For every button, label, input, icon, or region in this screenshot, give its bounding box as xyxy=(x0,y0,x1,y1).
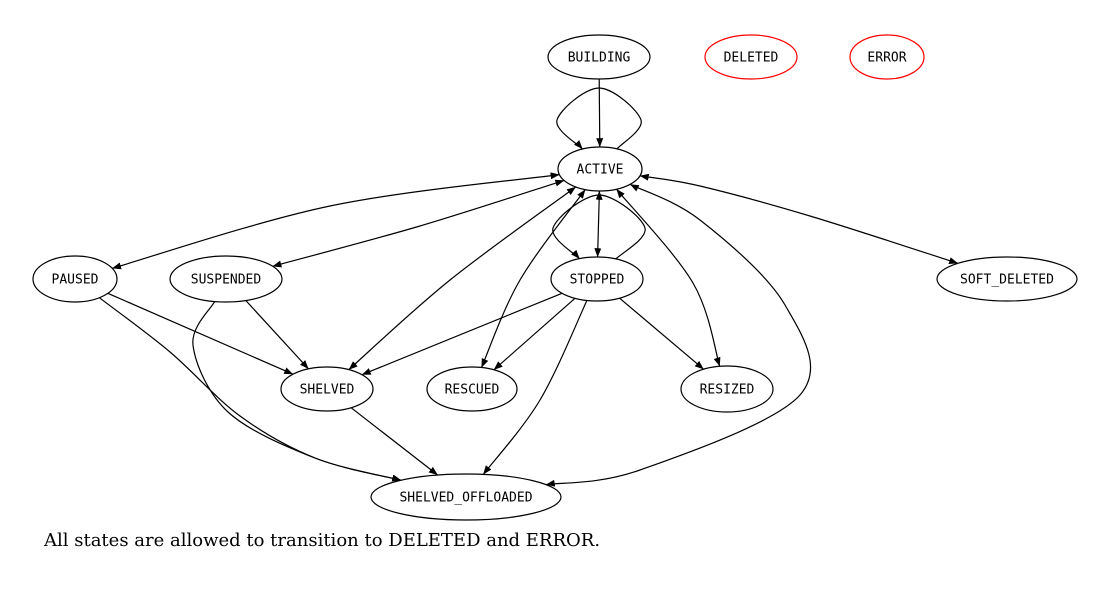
node-ellipse-building xyxy=(547,34,651,80)
edge-stopped-shelved_offloaded xyxy=(482,300,588,475)
edge-active-stopped xyxy=(594,190,603,258)
node-paused: PAUSED xyxy=(32,255,118,303)
node-shelved: SHELVED xyxy=(280,366,374,412)
node-ellipse-soft_deleted xyxy=(936,256,1078,302)
node-label-suspended: SUSPENDED xyxy=(191,273,262,288)
node-shelved_offloaded: SHELVED_OFFLOADED xyxy=(370,473,562,521)
edge-active-shelved xyxy=(348,186,577,371)
node-ellipse-resized xyxy=(680,365,774,413)
node-ellipse-paused xyxy=(32,255,118,303)
node-ellipse-error xyxy=(849,34,925,80)
node-suspended: SUSPENDED xyxy=(169,255,283,303)
node-label-error: ERROR xyxy=(867,51,906,66)
edge-suspended-shelved_offloaded xyxy=(192,301,402,482)
edge-shelved-shelved_offloaded xyxy=(350,407,439,476)
edge-stopped-rescued xyxy=(493,297,576,371)
node-label-resized: RESIZED xyxy=(700,383,755,398)
edge-stopped-shelved xyxy=(361,292,563,376)
node-label-rescued: RESCUED xyxy=(445,383,500,398)
edge-building-active xyxy=(596,78,604,148)
node-label-shelved_offloaded: SHELVED_OFFLOADED xyxy=(399,491,532,506)
node-deleted: DELETED xyxy=(704,34,798,80)
node-rescued: RESCUED xyxy=(426,366,518,412)
node-label-deleted: DELETED xyxy=(724,51,779,66)
edge-paused-shelved xyxy=(107,292,294,375)
node-ellipse-stopped xyxy=(550,256,644,302)
node-soft_deleted: SOFT_DELETED xyxy=(936,256,1078,302)
edge-active-suspended xyxy=(272,179,565,268)
node-building: BUILDING xyxy=(547,34,651,80)
edge-active-active xyxy=(556,87,642,150)
node-label-paused: PAUSED xyxy=(52,273,99,288)
edge-active-shelved_offloaded xyxy=(545,183,812,487)
edge-active-soft_deleted xyxy=(639,173,959,264)
node-label-stopped: STOPPED xyxy=(570,273,625,288)
node-ellipse-suspended xyxy=(169,255,283,303)
nodes-layer: BUILDING DELETED ERROR ACTIVE PAUSED SUSPENDE… xyxy=(32,34,1078,521)
node-label-shelved: SHELVED xyxy=(300,383,355,398)
node-label-building: BUILDING xyxy=(568,51,631,66)
node-active: ACTIVE xyxy=(557,146,643,192)
diagram-caption: All states are allowed to transition to … xyxy=(43,530,600,551)
node-error: ERROR xyxy=(849,34,925,80)
node-resized: RESIZED xyxy=(680,365,774,413)
edges-layer xyxy=(99,78,959,487)
node-ellipse-deleted xyxy=(704,34,798,80)
node-label-soft_deleted: SOFT_DELETED xyxy=(960,273,1054,288)
edge-active-paused xyxy=(112,172,560,270)
edge-stopped-resized xyxy=(619,297,704,370)
node-ellipse-rescued xyxy=(426,366,518,412)
edge-suspended-shelved xyxy=(245,300,309,370)
node-stopped: STOPPED xyxy=(550,256,644,302)
node-ellipse-shelved_offloaded xyxy=(370,473,562,521)
node-ellipse-shelved xyxy=(280,366,374,412)
node-ellipse-active xyxy=(557,146,643,192)
node-label-active: ACTIVE xyxy=(577,163,624,178)
